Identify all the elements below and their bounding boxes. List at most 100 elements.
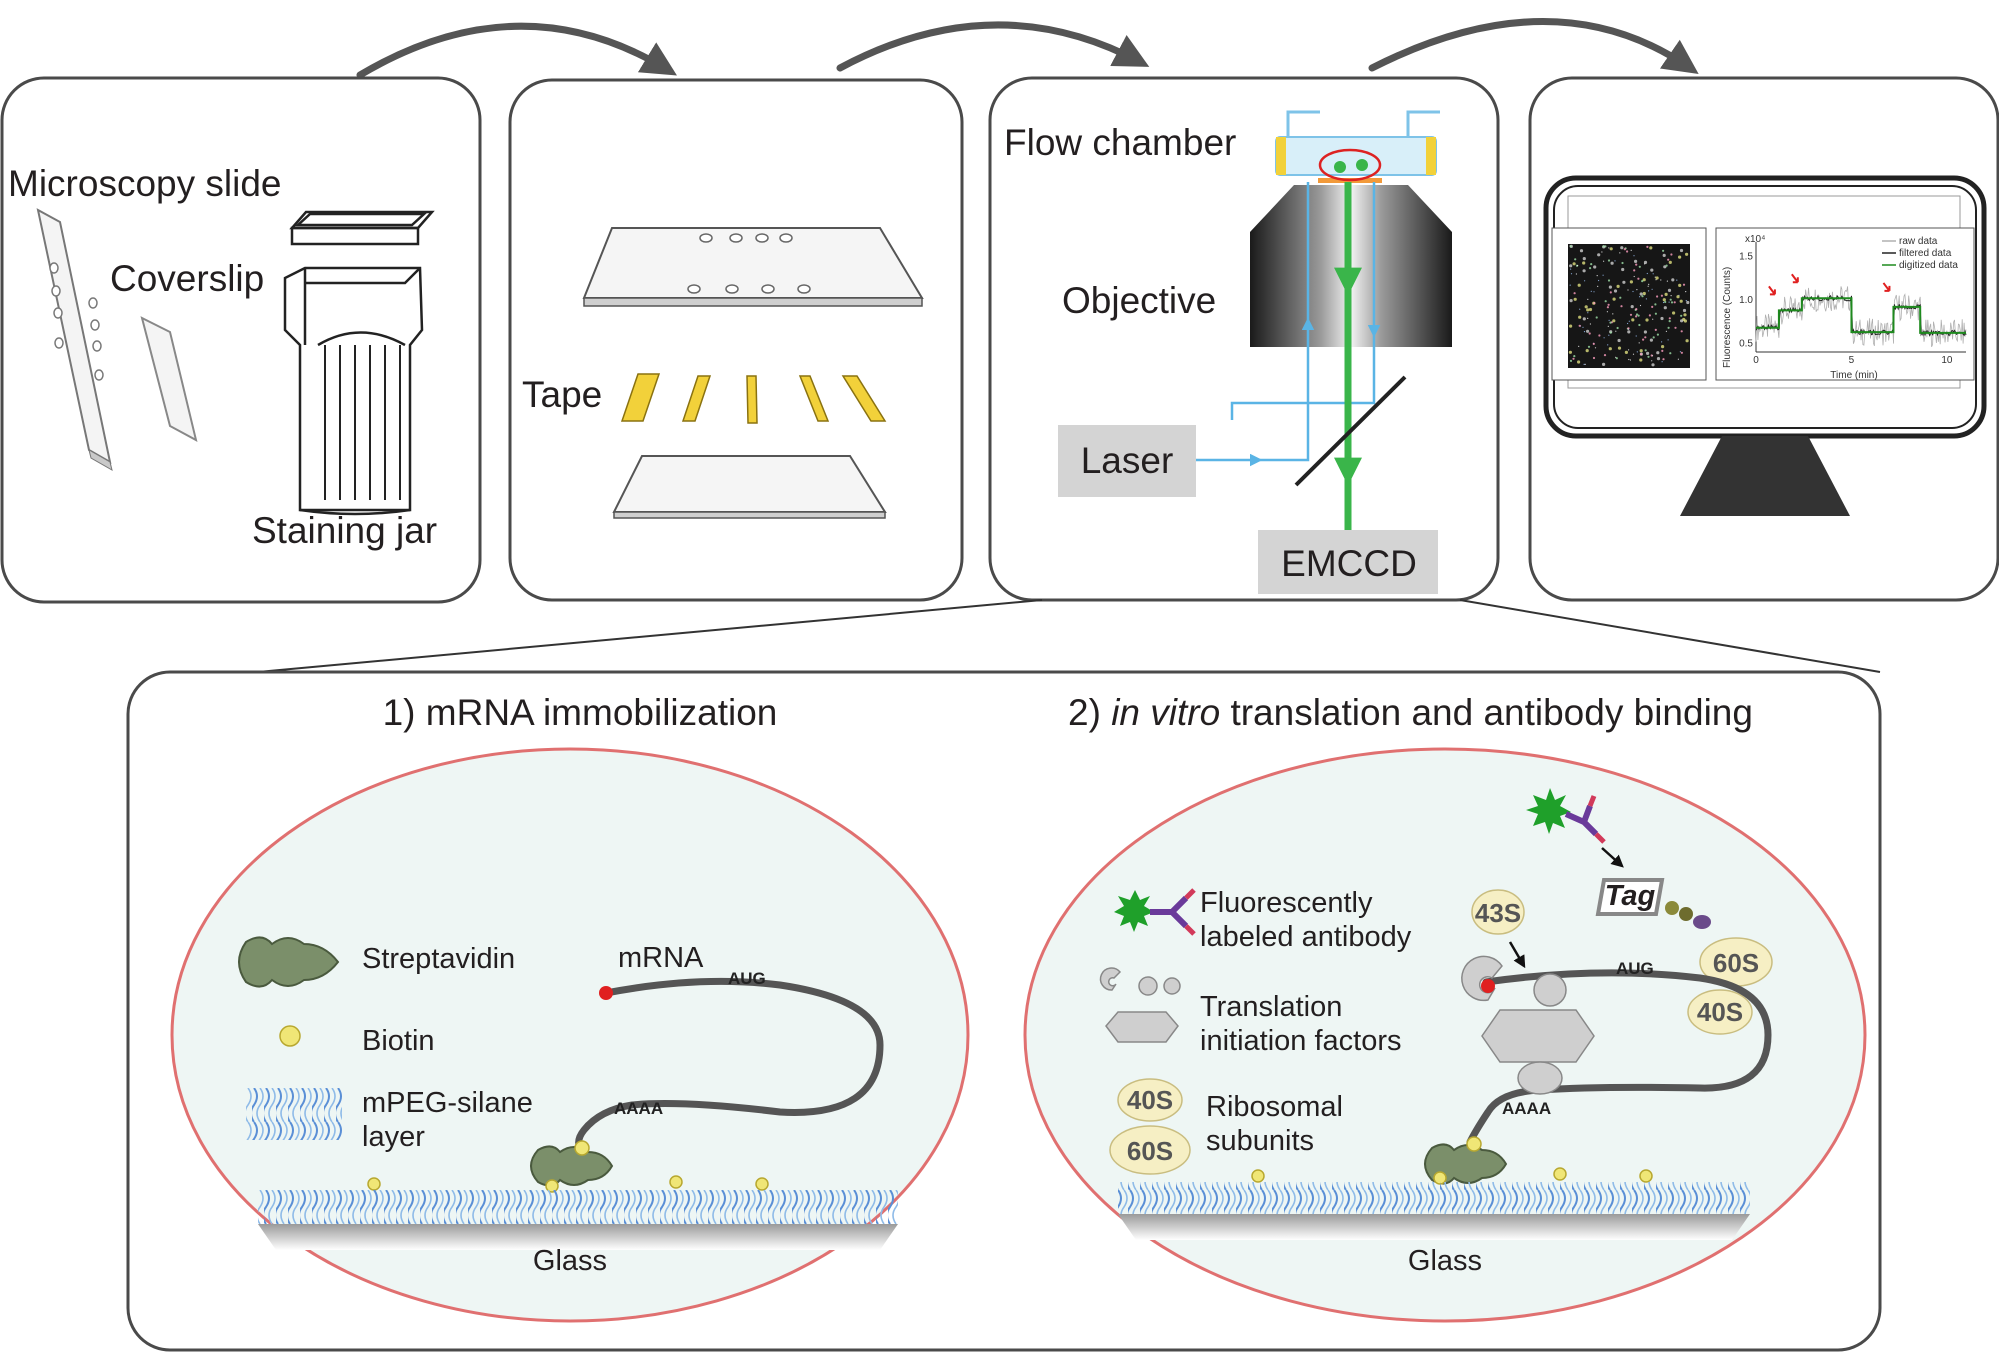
step-arrow-icon bbox=[1791, 273, 1799, 284]
fluorescent-spot bbox=[1604, 300, 1607, 303]
panel-detail: 1) mRNA immobilization 2) in vitro trans… bbox=[126, 670, 1882, 1352]
mrna-label: mRNA bbox=[618, 942, 704, 974]
fluorescent-spot bbox=[1683, 313, 1687, 317]
fluorescent-spot bbox=[1661, 361, 1663, 363]
fluorescent-spot bbox=[1667, 326, 1670, 329]
fluorescent-spot bbox=[1656, 357, 1661, 361]
fluorescent-spot bbox=[1665, 330, 1667, 332]
surface-biotins bbox=[367, 1175, 769, 1193]
fluorescent-spot bbox=[1679, 299, 1683, 303]
fluorescent-spot bbox=[1634, 259, 1638, 263]
fluorescent-spot bbox=[1579, 308, 1581, 310]
fluorescent-spot bbox=[1607, 303, 1610, 306]
fluorescent-spot bbox=[1582, 326, 1584, 328]
fluorescent-spot bbox=[1669, 298, 1672, 301]
fluorescent-spot bbox=[1614, 260, 1616, 262]
legend-label: filtered data bbox=[1899, 248, 1952, 259]
fluorescent-spot bbox=[1587, 312, 1589, 314]
fluorescent-spot bbox=[1664, 300, 1667, 304]
fluorescent-spot bbox=[1602, 274, 1604, 276]
fluorescent-spot bbox=[1673, 301, 1676, 304]
laser-label: Laser bbox=[1081, 440, 1174, 481]
fluorescent-spot bbox=[1588, 307, 1593, 312]
glass-surface bbox=[258, 1224, 898, 1250]
fluorescent-spot bbox=[1578, 315, 1582, 319]
fluorescent-spot bbox=[1615, 330, 1617, 332]
x-tick-label: 0 bbox=[1753, 355, 1759, 366]
fluorescent-spot bbox=[1668, 301, 1670, 303]
fluorescent-spot bbox=[1661, 341, 1663, 343]
fluorescent-spot bbox=[1593, 291, 1595, 293]
fluorescent-spot bbox=[1631, 318, 1635, 322]
free-40s bbox=[1687, 989, 1753, 1035]
fluorescent-spot bbox=[1645, 298, 1647, 300]
fluorescent-spot bbox=[1610, 261, 1614, 265]
microscopy-slide-label: Microscopy slide bbox=[8, 163, 281, 204]
fluorescent-spot bbox=[1603, 260, 1605, 262]
fluorescent-spot bbox=[1635, 263, 1638, 266]
legend-60s: 60S bbox=[1127, 1136, 1173, 1166]
fluorescent-spot bbox=[1609, 247, 1613, 251]
fluorescent-spot bbox=[1621, 261, 1624, 265]
coverslip bbox=[140, 316, 198, 442]
fluorescent-spot bbox=[1607, 325, 1609, 327]
fluorescent-spot bbox=[1629, 280, 1633, 284]
fluorescent-spot bbox=[1668, 317, 1671, 320]
fluorescent-spot bbox=[1584, 305, 1588, 309]
fluorescent-spot bbox=[1646, 272, 1648, 275]
fluorescent-spot bbox=[1633, 269, 1636, 272]
factors-label-line2: initiation factors bbox=[1200, 1025, 1402, 1057]
fluorescent-spot bbox=[1615, 357, 1618, 360]
fluorescent-spot bbox=[1650, 268, 1654, 272]
fluorescent-spot bbox=[1582, 257, 1586, 261]
fluorescent-spot bbox=[1583, 363, 1585, 365]
emccd-box bbox=[1258, 530, 1438, 594]
y-tick-label: 1.5 bbox=[1739, 252, 1753, 263]
fluorescent-spot bbox=[1643, 330, 1647, 334]
fluorescent-spot bbox=[1608, 247, 1610, 249]
fluorescent-spot bbox=[1660, 294, 1663, 297]
fluorescent-spot bbox=[1662, 301, 1665, 304]
polya-label: AAAA bbox=[614, 1099, 663, 1118]
fluorescent-spot bbox=[1651, 360, 1653, 362]
bottom-coverslip bbox=[612, 455, 887, 519]
fluorescent-spot bbox=[1575, 273, 1577, 275]
mrna-strand-2 bbox=[1466, 969, 1772, 1146]
mpeg-label-line1: mPEG-silane bbox=[362, 1087, 533, 1119]
panel-microscope: Flow chamber Objective bbox=[988, 76, 1500, 602]
fluorescent-spot bbox=[1686, 300, 1690, 305]
antibody-approaching-tag bbox=[1526, 788, 1624, 868]
x-tick-label: 5 bbox=[1849, 355, 1855, 366]
fluorescent-spot bbox=[1607, 259, 1611, 262]
ribosomal-label-line2: subunits bbox=[1206, 1125, 1314, 1157]
fluorescent-spot bbox=[1587, 317, 1589, 319]
fluorescent-spot bbox=[1592, 356, 1596, 360]
fluorescent-spot bbox=[1644, 349, 1647, 352]
fluorescent-spot bbox=[1633, 275, 1635, 278]
fluorescent-spot bbox=[1623, 248, 1626, 251]
fluorescent-spot bbox=[1568, 350, 1572, 354]
fluorescent-spot bbox=[1646, 245, 1649, 248]
fluorescent-spot bbox=[1608, 285, 1612, 289]
fluorescent-spot bbox=[1617, 338, 1621, 343]
fluorescent-spot bbox=[1639, 349, 1643, 353]
biotin-label: Biotin bbox=[362, 1025, 435, 1057]
fluorescent-spot bbox=[1612, 297, 1616, 301]
fluorescent-spot bbox=[1598, 334, 1601, 337]
fluorescent-spot bbox=[1647, 355, 1650, 358]
fluorescent-spot bbox=[1679, 248, 1684, 253]
ribosomal-label-line1: Ribosomal bbox=[1206, 1091, 1343, 1123]
fluorescent-spot bbox=[1676, 279, 1678, 281]
fluorescent-spot bbox=[1656, 295, 1659, 298]
fluorescent-spot bbox=[1636, 351, 1638, 353]
fluorescent-spot bbox=[1660, 279, 1662, 281]
fluorescent-spot bbox=[1644, 263, 1646, 265]
fluorescent-spot bbox=[1648, 283, 1650, 285]
fluorescent-spot bbox=[1587, 298, 1589, 300]
fluorescent-spot bbox=[1664, 292, 1668, 296]
y-axis-label: Fluorescence (Counts) bbox=[1722, 267, 1733, 368]
tape-label: Tape bbox=[522, 374, 602, 415]
fluorescent-spot bbox=[1627, 322, 1629, 325]
fluorescent-spot bbox=[1602, 245, 1605, 248]
fluorescent-spot bbox=[1661, 345, 1665, 349]
